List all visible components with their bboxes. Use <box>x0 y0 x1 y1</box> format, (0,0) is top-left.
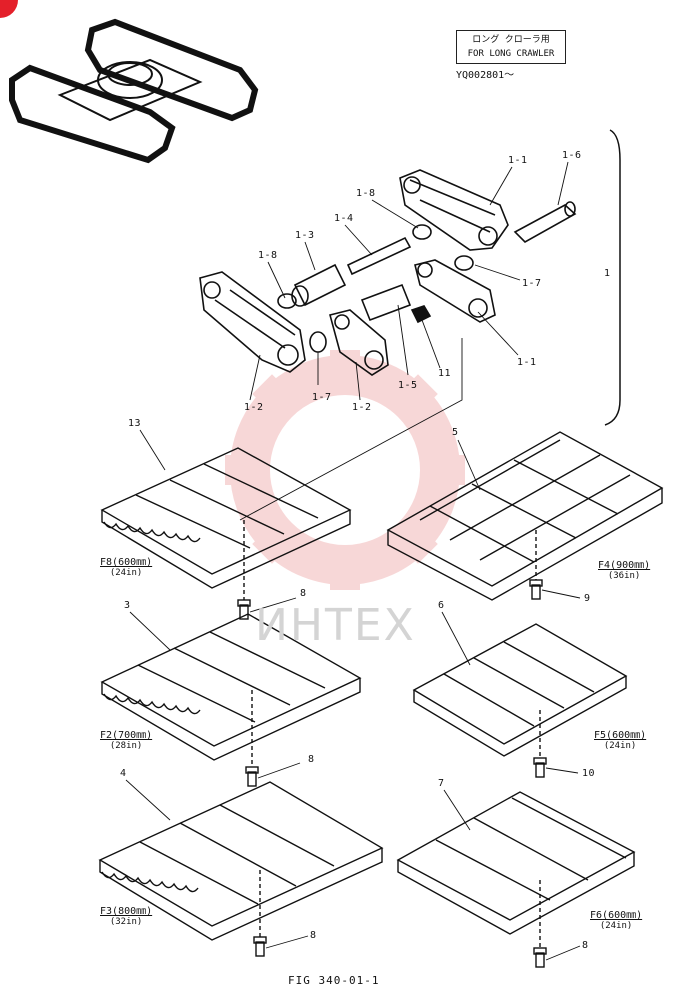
watermark-text: ИНТЕХ <box>255 600 416 651</box>
callout-8-d: 8 <box>582 940 589 951</box>
callout-8-a: 8 <box>300 588 307 599</box>
callout-1-2-left: 1-2 <box>244 402 264 413</box>
bolt-10-icon <box>533 757 547 778</box>
shoe-f6-metric: (600㎜) <box>602 910 643 921</box>
shoe-f8-illustration <box>100 447 352 589</box>
serial-number: YQ002801～ <box>456 70 515 81</box>
shoe-caption-f3: F3(800㎜) (32in) <box>100 902 152 927</box>
bolt-8-d-icon <box>533 947 547 968</box>
track-link-1-2-mid <box>329 309 389 376</box>
shoe-f4-illustration <box>386 431 664 601</box>
title-en: FOR LONG CRAWLER <box>467 49 555 59</box>
shoe-f5-code: F5 <box>594 730 607 741</box>
callout-1-1-bottom: 1-1 <box>517 357 537 368</box>
shoe-f6-code: F6 <box>590 910 603 921</box>
track-shoes <box>98 431 664 968</box>
callout-1-3: 1-3 <box>295 230 315 241</box>
shoe-f8-metric: (600㎜) <box>112 557 153 568</box>
callout-1-8-top: 1-8 <box>356 188 376 199</box>
callout-8-c: 8 <box>310 930 317 941</box>
shoe-f3-imperial: (32in) <box>109 917 143 927</box>
shoe-f5-imperial: (24in) <box>603 741 637 751</box>
figure-caption: FIG 340-01-1 <box>288 974 380 987</box>
pin-1-4 <box>346 236 412 276</box>
shoe-caption-f4: F4(900㎜) (36in) <box>598 556 650 581</box>
shoe-f2-illustration <box>100 613 362 761</box>
callout-1-5: 1-5 <box>398 380 418 391</box>
title-box: ロング クローラ用 FOR LONG CRAWLER <box>456 30 566 64</box>
shoe-caption-f8: F8(600㎜) (24in) <box>100 553 152 578</box>
watermark-gear-icon <box>225 350 465 590</box>
callout-13: 13 <box>128 418 142 429</box>
bushing-1-3 <box>293 263 347 307</box>
bolt-8-b-icon <box>245 766 259 787</box>
track-link-1-1-bottom <box>414 259 496 323</box>
shoe-f3-code: F3 <box>100 906 113 917</box>
callout-1-8-left: 1-8 <box>258 250 278 261</box>
shoe-f4-code: F4 <box>598 560 611 571</box>
callout-7: 7 <box>438 778 445 789</box>
bolt-9-icon <box>529 579 543 600</box>
callout-1-2-mid: 1-2 <box>352 402 372 413</box>
callout-1-6: 1-6 <box>562 150 582 161</box>
shoe-f2-code: F2 <box>100 730 113 741</box>
callout-6: 6 <box>438 600 445 611</box>
callout-9: 9 <box>584 593 591 604</box>
callout-leader-lines <box>125 161 581 961</box>
shoe-f6-imperial: (24in) <box>599 921 633 931</box>
shoe-f3-metric: (800㎜) <box>112 906 153 917</box>
callout-8-b: 8 <box>308 754 315 765</box>
group-label: 1 <box>604 268 611 279</box>
bolt-8-c-icon <box>253 936 267 957</box>
shoe-f4-metric: (900㎜) <box>610 560 651 571</box>
track-link-1-2-left <box>199 271 306 373</box>
track-link-1-1-top <box>399 169 509 251</box>
crawler-undercarriage-illustration <box>9 18 259 164</box>
pin-1-6 <box>513 204 577 243</box>
shoe-f2-imperial: (28in) <box>109 741 143 751</box>
shoe-caption-f5: F5(600㎜) (24in) <box>594 726 646 751</box>
bushing-1-5 <box>360 283 412 322</box>
track-link-assembly <box>199 129 621 426</box>
callout-3: 3 <box>124 600 131 611</box>
shoe-f3-illustration <box>98 781 384 941</box>
shoe-caption-f2: F2(700㎜) (28in) <box>100 726 152 751</box>
shoe-f2-metric: (700㎜) <box>112 730 153 741</box>
callout-1-7-right: 1-7 <box>522 278 542 289</box>
shoe-caption-f6: F6(600㎜) (24in) <box>590 906 642 931</box>
shoe-f8-imperial: (24in) <box>109 568 143 578</box>
callout-1-4: 1-4 <box>334 213 354 224</box>
callout-1-1-top: 1-1 <box>508 155 528 166</box>
shoe-f6-illustration <box>396 791 636 935</box>
callout-5: 5 <box>452 427 459 438</box>
shoe-f5-metric: (600㎜) <box>606 730 647 741</box>
shoe-f4-imperial: (36in) <box>607 571 641 581</box>
callout-1-7-mid: 1-7 <box>312 392 332 403</box>
callout-11: 11 <box>438 368 452 379</box>
shoe-f8-code: F8 <box>100 557 113 568</box>
callout-10: 10 <box>582 768 596 779</box>
callout-4: 4 <box>120 768 127 779</box>
shoe-f5-illustration <box>412 623 628 757</box>
title-jp: ロング クローラ用 <box>472 35 550 45</box>
nut-11 <box>410 305 432 324</box>
